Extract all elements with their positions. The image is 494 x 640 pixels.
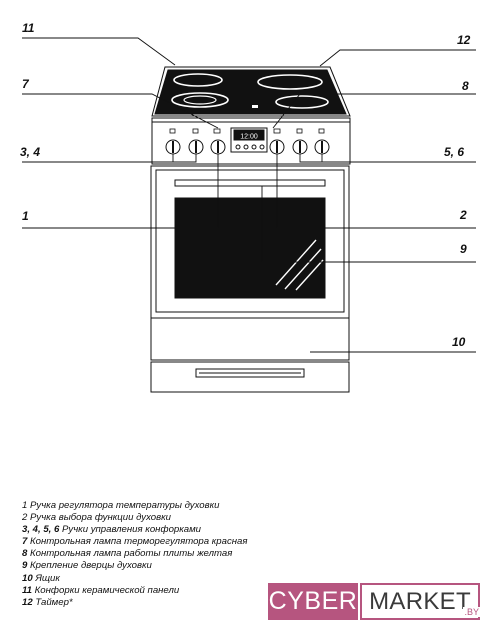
timer-button-4 — [259, 144, 265, 150]
logo-cyber: CYBER — [268, 583, 358, 620]
legend-item: 10 Ящик — [22, 572, 60, 584]
timer-display — [233, 129, 265, 141]
leader-11 — [22, 37, 176, 66]
oven-window — [174, 197, 326, 299]
callout-10: 10 — [452, 335, 466, 349]
leader-56b — [299, 154, 322, 163]
legend-item: 7 Контрольная лампа терморегулятора крас… — [22, 536, 248, 548]
indicator-marks — [252, 105, 258, 108]
legend: 1 Ручка регулятора температуры духовки 2… — [22, 500, 322, 609]
burner-front-left-inner — [183, 95, 217, 105]
timer-button-3 — [251, 144, 257, 150]
legend-item: 3, 4, 5, 6 Ручки управления конфорками — [22, 524, 202, 536]
leader-8 — [272, 93, 476, 129]
burner-front-left — [171, 92, 229, 108]
callout-56: 5, 6 — [444, 145, 464, 159]
logo-market: MARKET — [360, 583, 480, 620]
callout-34: 3, 4 — [20, 145, 40, 159]
legend-item: 12 Таймер* — [22, 596, 73, 608]
callout-11: 11 — [22, 21, 35, 35]
callout-8: 8 — [462, 79, 469, 93]
leader-9 — [261, 186, 476, 263]
cybermarket-logo: CYBER MARKET .BY — [268, 583, 482, 623]
burner-back-right — [257, 74, 323, 90]
leader-34 — [22, 154, 174, 163]
leader-34b — [173, 154, 197, 163]
callout-9: 9 — [460, 242, 467, 256]
door-handle — [174, 179, 326, 187]
leader-12 — [319, 49, 476, 67]
timer-button-1 — [235, 144, 241, 150]
legend-item: 1 Ручка регулятора температуры духовки — [22, 500, 220, 511]
leader-7 — [22, 93, 219, 129]
leader-1 — [22, 154, 219, 229]
legend-item: 2 Ручка выбора функции духовки — [22, 512, 171, 524]
timer-display-text: 12:00 — [240, 134, 258, 141]
burner-back-left — [173, 73, 223, 87]
logo-suffix: .BY — [463, 607, 480, 617]
callout-1: 1 — [22, 209, 29, 223]
burner-front-right — [275, 95, 329, 109]
storage-drawer — [150, 317, 350, 361]
legend-item: 11 Конфорки керамической панели — [22, 584, 180, 596]
timer-button-2 — [243, 144, 249, 150]
callout-7: 7 — [22, 77, 30, 91]
legend-item: 8 Контрольная лампа работы плиты желтая — [22, 548, 233, 560]
cooktop-glass — [154, 69, 347, 115]
callout-12: 12 — [457, 33, 471, 47]
legend-item: 9 Крепление дверцы духовки — [22, 560, 152, 572]
callout-2: 2 — [459, 208, 467, 222]
leader-2 — [276, 154, 476, 229]
